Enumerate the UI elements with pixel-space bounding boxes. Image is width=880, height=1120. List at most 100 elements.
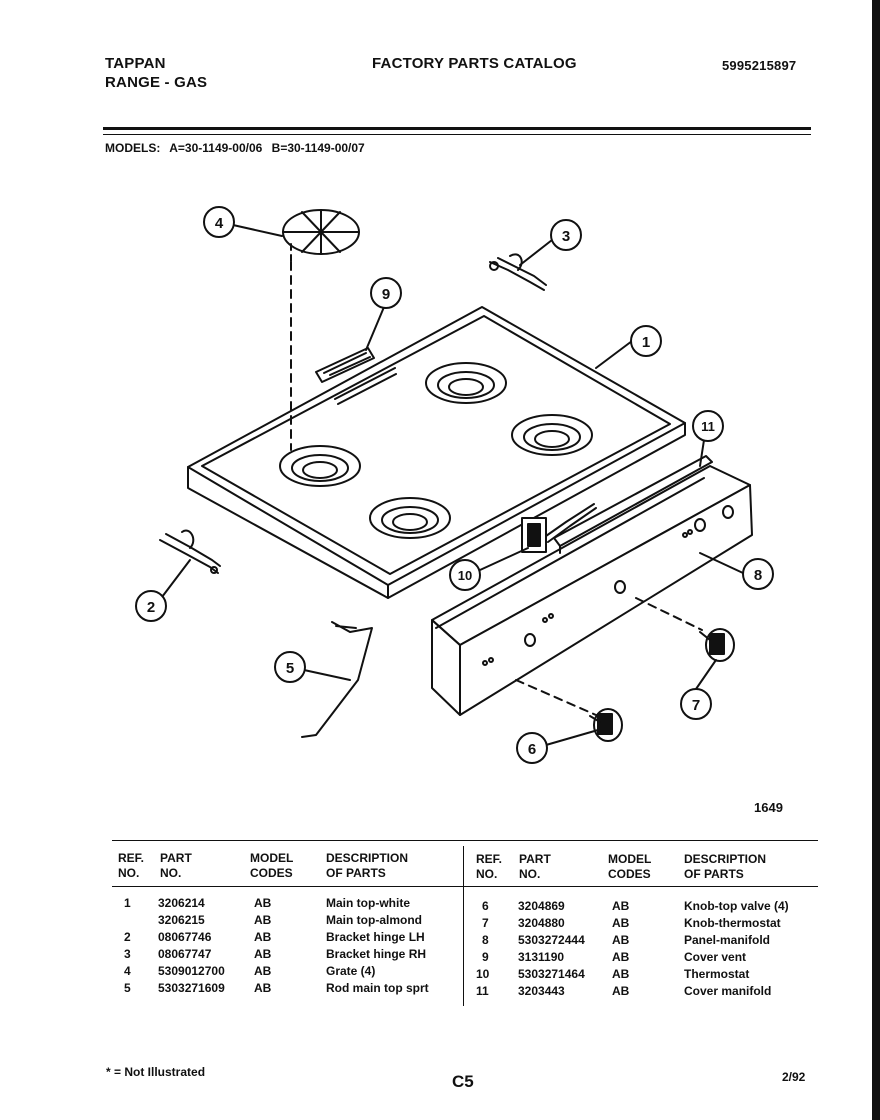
- model-code: AB: [612, 916, 630, 930]
- part-no: 3204880: [518, 916, 565, 930]
- ref-no: 3: [124, 947, 131, 961]
- header-rule-thin: [103, 134, 811, 135]
- header-part-right: PART NO.: [519, 852, 551, 881]
- model-code: AB: [612, 984, 630, 998]
- callout-5: 5: [274, 651, 351, 683]
- callout-11: 11: [692, 410, 724, 467]
- svg-text:1: 1: [642, 334, 650, 351]
- grate-drawing: [282, 209, 360, 451]
- part-no: 3203443: [518, 984, 565, 998]
- svg-text:11: 11: [701, 419, 715, 434]
- part-description: Panel-manifold: [684, 933, 771, 947]
- ref-no: 10: [476, 967, 490, 981]
- header-model-right: MODEL CODES: [608, 852, 652, 881]
- part-no: 08067746: [158, 930, 212, 944]
- model-code: AB: [254, 981, 272, 995]
- part-description: Knob-thermostat: [684, 916, 781, 930]
- part-no: 3206214: [158, 896, 205, 910]
- svg-text:8: 8: [754, 567, 762, 584]
- part-description: Cover vent: [684, 950, 747, 964]
- catalog-title: FACTORY PARTS CATALOG: [372, 55, 577, 72]
- part-no: 3204869: [518, 899, 565, 913]
- header-rule-thick: [103, 127, 811, 130]
- part-no: 5303271609: [158, 981, 225, 995]
- cover-manifold-drawing: [553, 455, 713, 554]
- models-line: MODELS: A=30-1149-00/06 B=30-1149-00/07: [105, 141, 371, 155]
- callout-10: 10: [449, 547, 529, 591]
- bracket-hinge-lh-drawing: [159, 529, 221, 574]
- svg-text:10: 10: [458, 568, 472, 583]
- header-model-left: MODEL CODES: [250, 851, 294, 880]
- knob-thermostat-drawing: [635, 597, 735, 662]
- knob-top-valve-drawing: [515, 679, 623, 742]
- part-no: 5303271464: [518, 967, 585, 981]
- ref-no: 8: [482, 933, 489, 947]
- table-top-rule: [112, 840, 818, 841]
- callout-6: 6: [516, 729, 599, 764]
- not-illustrated-note: * = Not Illustrated: [106, 1065, 206, 1079]
- header-desc-right: DESCRIPTION OF PARTS: [684, 852, 767, 881]
- table-header-rule: [112, 886, 818, 887]
- part-description: Bracket hinge RH: [326, 947, 427, 961]
- callout-3: 3: [519, 219, 582, 266]
- parts-list-right: 6 3204869 AB Knob-top valve (4) 7 320488…: [0, 899, 820, 1009]
- part-description: Thermostat: [684, 967, 750, 981]
- part-description: Main top-almond: [326, 913, 422, 927]
- revision-date: 2/92: [782, 1070, 806, 1084]
- page-code: C5: [452, 1072, 474, 1091]
- svg-text:4: 4: [215, 215, 224, 232]
- model-code: AB: [612, 967, 630, 981]
- figure-number: 1649: [754, 800, 783, 815]
- product-type: RANGE - GAS: [105, 74, 208, 91]
- callout-7: 7: [680, 659, 717, 720]
- model-code: AB: [612, 950, 630, 964]
- svg-text:7: 7: [692, 697, 700, 714]
- thermostat-drawing: [521, 503, 597, 553]
- header-part-left: PART NO.: [160, 851, 192, 880]
- svg-text:2: 2: [147, 599, 155, 616]
- model-code: AB: [612, 933, 630, 947]
- model-b: B=30-1149-00/07: [271, 141, 365, 155]
- svg-text:6: 6: [528, 741, 536, 758]
- part-description: Knob-top valve (4): [684, 899, 789, 913]
- model-code: AB: [612, 899, 630, 913]
- part-description: Cover manifold: [684, 984, 772, 998]
- bracket-hinge-rh-drawing: [489, 253, 547, 291]
- ref-no: 2: [124, 930, 131, 944]
- model-code: AB: [254, 913, 272, 927]
- header-ref-right: REF. NO.: [476, 852, 503, 881]
- cover-vent-drawing: [315, 347, 375, 383]
- main-top-drawing: [187, 306, 686, 599]
- ref-no: 7: [482, 916, 489, 930]
- ref-no: 9: [482, 950, 489, 964]
- part-no: 5309012700: [158, 964, 225, 978]
- callout-9: 9: [365, 277, 402, 351]
- callout-4: 4: [203, 206, 283, 238]
- model-a: A=30-1149-00/06: [169, 141, 263, 155]
- part-no: 3131190: [518, 950, 565, 964]
- ref-no: 4: [124, 964, 131, 978]
- table-column-divider: [463, 846, 464, 1006]
- parts-list-left: 1 3206214 AB Main top-white 3206215 AB M…: [0, 896, 460, 1006]
- ref-no: 6: [482, 899, 489, 913]
- part-description: Grate (4): [326, 964, 376, 978]
- model-code: AB: [254, 930, 272, 944]
- part-description: Rod main top sprt: [326, 981, 429, 995]
- header-desc-left: DESCRIPTION OF PARTS: [326, 851, 409, 880]
- part-no: 5303272444: [518, 933, 585, 947]
- part-description: Main top-white: [326, 896, 410, 910]
- header-ref-left: REF. NO.: [118, 851, 145, 880]
- callout-1: 1: [595, 325, 662, 369]
- svg-text:5: 5: [286, 660, 294, 677]
- part-no: 3206215: [158, 913, 205, 927]
- part-no: 08067747: [158, 947, 212, 961]
- rod-main-top-drawing: [301, 621, 373, 738]
- exploded-parts-diagram: 1 2 3 4 5 6 7: [135, 206, 774, 764]
- ref-no: 1: [124, 896, 131, 910]
- callout-8: 8: [699, 552, 774, 590]
- svg-text:9: 9: [382, 286, 390, 303]
- model-code: AB: [254, 964, 272, 978]
- ref-no: 5: [124, 981, 131, 995]
- svg-text:3: 3: [562, 228, 570, 245]
